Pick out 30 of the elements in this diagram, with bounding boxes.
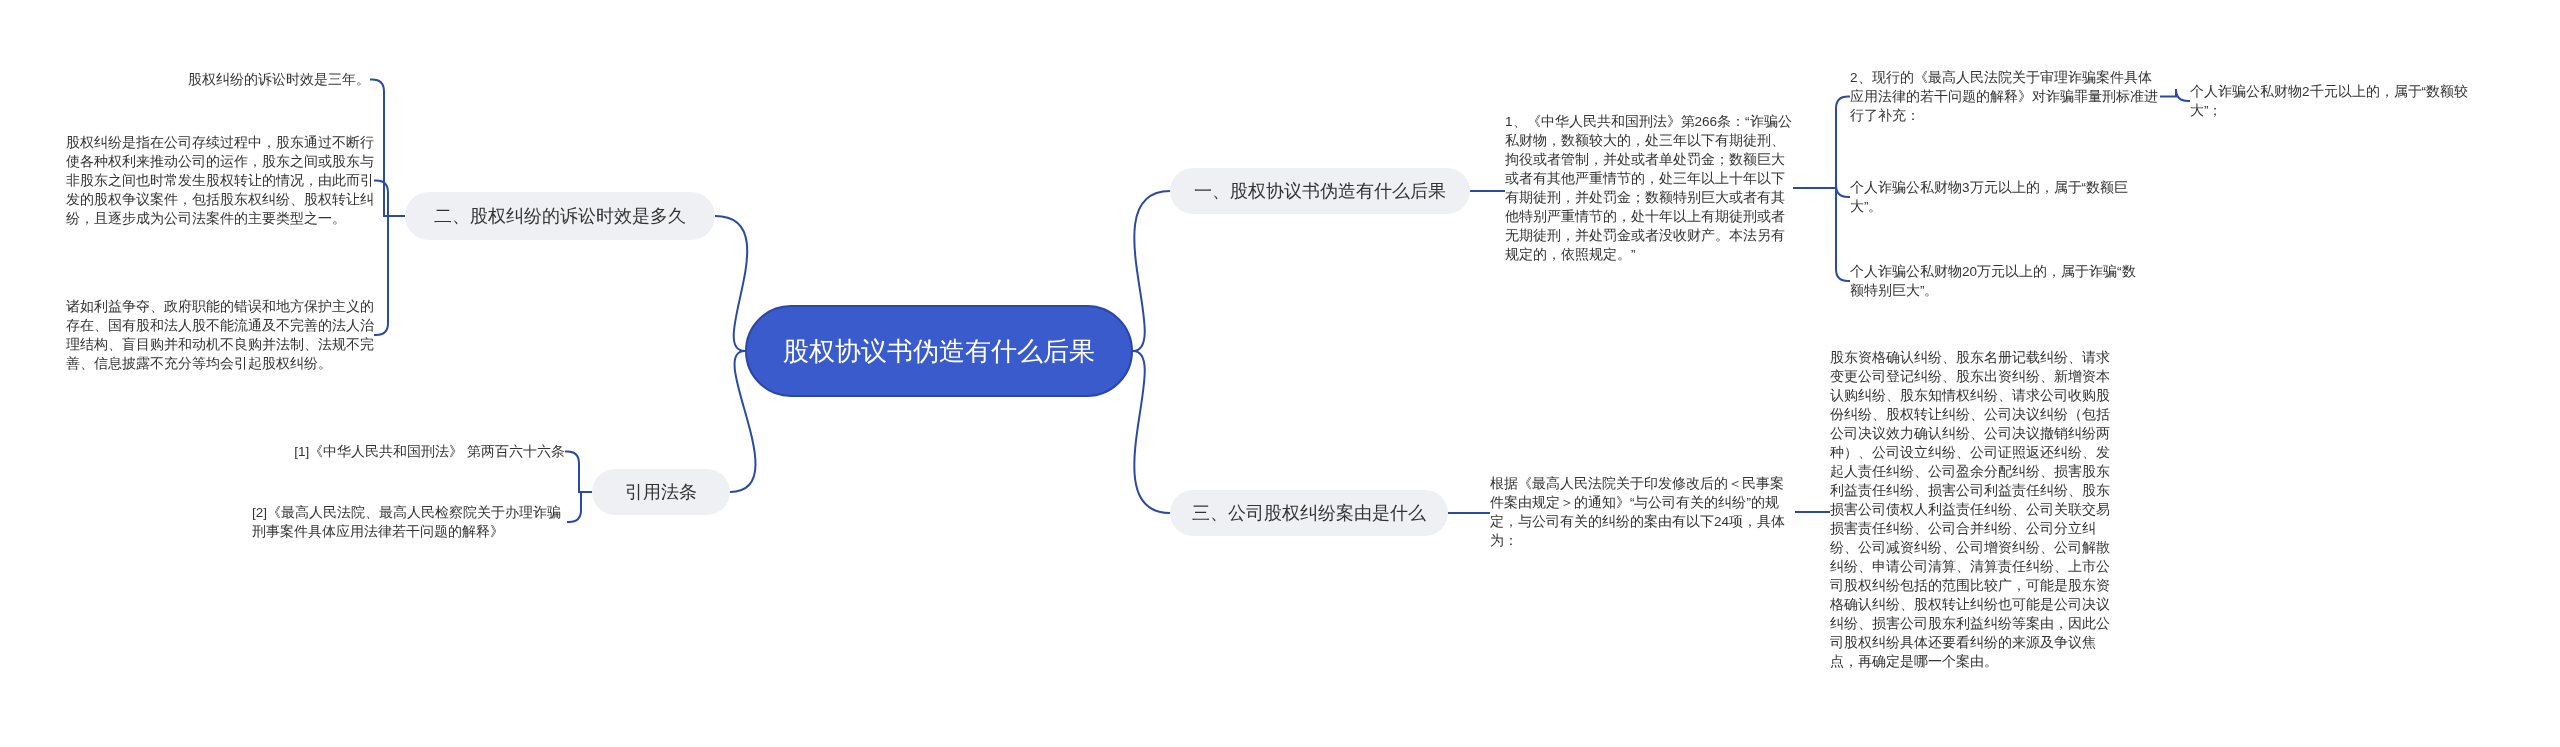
topic-label: 三、公司股权纠纷案由是什么 bbox=[1192, 502, 1426, 525]
note-text: 个人诈骗公私财物2千元以上的，属于“数额较大”； bbox=[2190, 82, 2500, 120]
connector-line bbox=[1792, 187, 1851, 282]
connector-line bbox=[1132, 350, 1171, 514]
connector-line bbox=[714, 215, 749, 352]
connector-line bbox=[566, 491, 593, 523]
topic-pill bbox=[405, 192, 715, 240]
note-text: [2]《最高人民法院、最高人民检察院关于办理诈骗刑事案件具体应用法律若干问题的解释》 bbox=[252, 503, 567, 541]
connector-line bbox=[1132, 190, 1171, 352]
connector-line bbox=[1794, 511, 1831, 513]
note-text: 个人诈骗公私财物20万元以上的，属于诈骗“数额特别巨大”。 bbox=[1850, 262, 2145, 300]
connector-line bbox=[2159, 88, 2191, 102]
connector-line bbox=[1447, 512, 1491, 514]
note-text: 1、《中华人民共和国刑法》第266条：“诈骗公私财物，数额较大的，处三年以下有期徒刑、拘役或者管制，并处或者单处罚金；数额巨大或者有其他严重情节的，处三年以上十年以下有期徒刑，并处罚金；数额特别巨大或者有其他特别严重情节的，处十年以上有期徒刑或者无期徒刑，并处罚金或者没收财产。本法另有规定的，依照规定。” bbox=[1505, 112, 1793, 264]
note-text: 股权纠纷是指在公司存续过程中，股东通过不断行使各种权利来推动公司的运作，股东之间或股东与非股东之间也时常发生股权转让的情况，由此而引发的股权争议案件，包括股东权纠纷、股权转让纠纷，且逐步成为公司法案件的主要类型之一。 bbox=[66, 133, 374, 228]
note-text: 诸如利益争夺、政府职能的错误和地方保护主义的存在、国有股和法人股不能流通及不完善的法人治理结构、盲目购并和动机不良购并法制、法规不完善、信息披露不充分等均会引起股权纠纷。 bbox=[66, 297, 374, 373]
note-text: 2、现行的《最高人民法院关于审理诈骗案件具体应用法律的若干问题的解释》对诈骗罪量刑标准进行了补充： bbox=[1850, 68, 2160, 125]
connector-line bbox=[1469, 190, 1506, 192]
topic-label: 股权协议书伪造有什么后果 bbox=[783, 335, 1095, 368]
topic-pill bbox=[1170, 168, 1470, 214]
topic-pill bbox=[592, 469, 730, 515]
note-text: 股东资格确认纠纷、股东名册记载纠纷、请求变更公司登记纠纷、股东出资纠纷、新增资本认购纠纷、股东知情权纠纷、请求公司收购股份纠纷、股权转让纠纷、公司决议纠纷（包括公司决议效力确认纠纷、公司决议撤销纠纷两种）、公司设立纠纷、公司证照返还纠纷、发起人责任纠纷、公司盈余分配纠纷、损害股东利益责任纠纷、损害公司利益责任纠纷、股东损害公司债权人利益责任纠纷、公司关联交易损害责任纠纷、公司合并纠纷、公司分立纠纷、公司减资纠纷、公司增资纠纷、公司解散纠纷、申请公司清算、清算责任纠纷、上市公司股权纠纷包括的范围比较广，可能是股东资格确认纠纷、股权转让纠纷也可能是公司决议纠纷、损害公司股东利益纠纷等案由，因此公司股权纠纷具体还要看纠纷的来源及争议焦点，再确定是哪一个案由。 bbox=[1830, 348, 2120, 671]
topic-label: 一、股权协议书伪造有什么后果 bbox=[1194, 180, 1446, 203]
topic-label: 二、股权纠纷的诉讼时效是多久 bbox=[434, 205, 686, 228]
note-text: 股权纠纷的诉讼时效是三年。 bbox=[150, 70, 370, 89]
note-text: 个人诈骗公私财物3万元以上的，属于“数额巨大”。 bbox=[1850, 178, 2145, 216]
note-text: 根据《最高人民法院关于印发修改后的＜民事案件案由规定＞的通知》“与公司有关的纠纷”的规定，与公司有关的纠纷的案由有以下24项，具体为： bbox=[1490, 474, 1795, 550]
topic-pill bbox=[1170, 490, 1448, 536]
note-text: [1]《中华人民共和国刑法》 第两百六十六条 bbox=[240, 442, 565, 461]
topic-label: 引用法条 bbox=[625, 481, 697, 504]
